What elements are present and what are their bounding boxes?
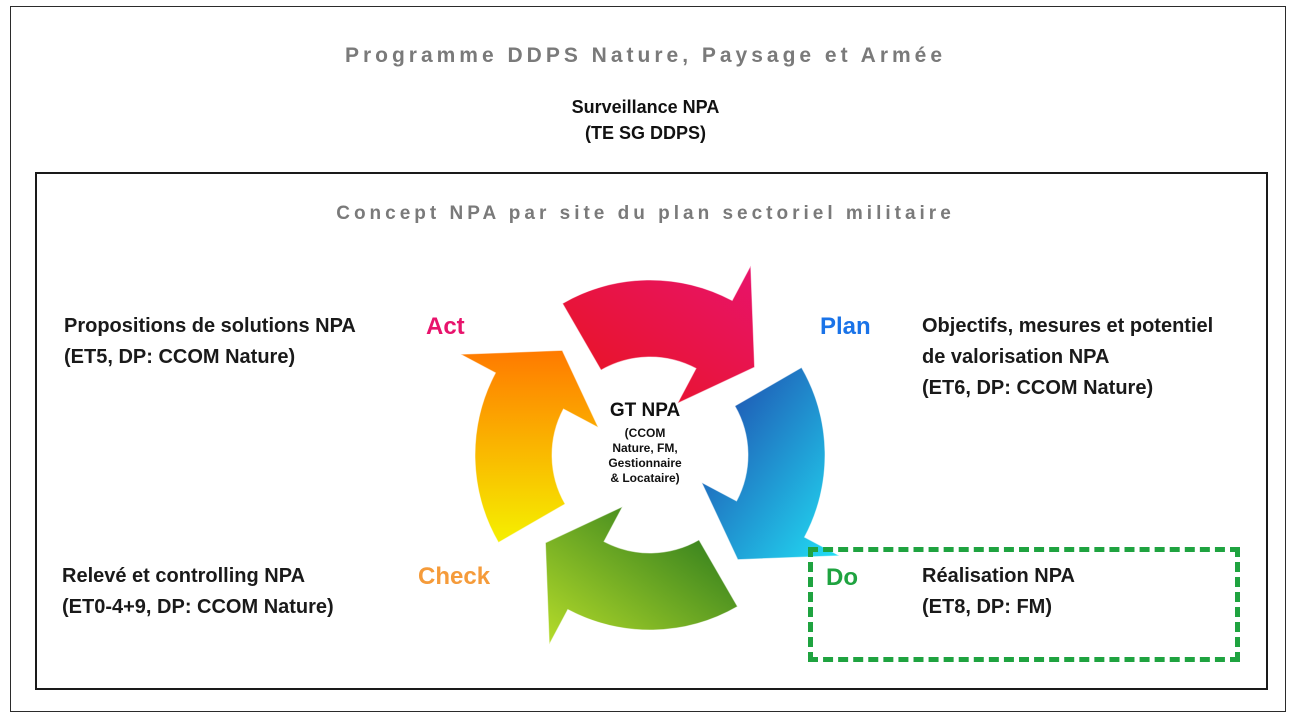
plan-arrow-segment (700, 366, 842, 561)
phase-label-act: Act (426, 313, 465, 340)
do-arrow-segment (544, 505, 739, 647)
do-line2: (ET8, DP: FM) (922, 596, 1052, 618)
surveillance-line2: (TE SG DDPS) (584, 123, 706, 143)
do-highlight-box (808, 547, 1240, 662)
concept-title: Concept NPA par site du plan sectoriel m… (336, 203, 955, 224)
check-line2: (ET0-4+9, DP: CCOM Nature) (62, 596, 334, 618)
plan-line1: Objectifs, mesures et potentiel (922, 315, 1214, 337)
surveillance-heading: Surveillance NPA (TE SG DDPS) (0, 94, 1291, 146)
center-title: GT NPA (609, 400, 681, 421)
concept-frame (35, 172, 1268, 690)
phase-label-do: Do (826, 564, 858, 591)
act-arrow-segment (561, 263, 756, 405)
center-subtitle: (CCOM Nature, FM, Gestionnaire & Locatai… (608, 426, 682, 485)
phase-label-plan: Plan (820, 313, 871, 340)
check-description: Relevé et controlling NPA (ET0-4+9, DP: … (62, 561, 334, 623)
check-line1: Relevé et controlling NPA (62, 565, 306, 587)
plan-line2: de valorisation NPA (922, 346, 1110, 368)
do-line1: Réalisation NPA (922, 565, 1075, 587)
surveillance-line1: Surveillance NPA (571, 97, 720, 117)
pdca-cycle-diagram (458, 263, 842, 647)
act-line2: (ET5, DP: CCOM Nature) (64, 346, 296, 368)
plan-line3: (ET6, DP: CCOM Nature) (922, 377, 1154, 399)
do-description: Réalisation NPA (ET8, DP: FM) (922, 561, 1075, 623)
plan-description: Objectifs, mesures et potentiel de valor… (922, 311, 1213, 404)
outer-frame (10, 6, 1286, 712)
check-arrow-segment (458, 349, 600, 544)
center-label: GT NPA (CCOM Nature, FM, Gestionnaire & … (560, 400, 730, 486)
programme-title: Programme DDPS Nature, Paysage et Armée (344, 44, 947, 67)
act-line1: Propositions de solutions NPA (64, 315, 356, 337)
act-description: Propositions de solutions NPA (ET5, DP: … (64, 311, 356, 373)
phase-label-check: Check (418, 563, 491, 590)
